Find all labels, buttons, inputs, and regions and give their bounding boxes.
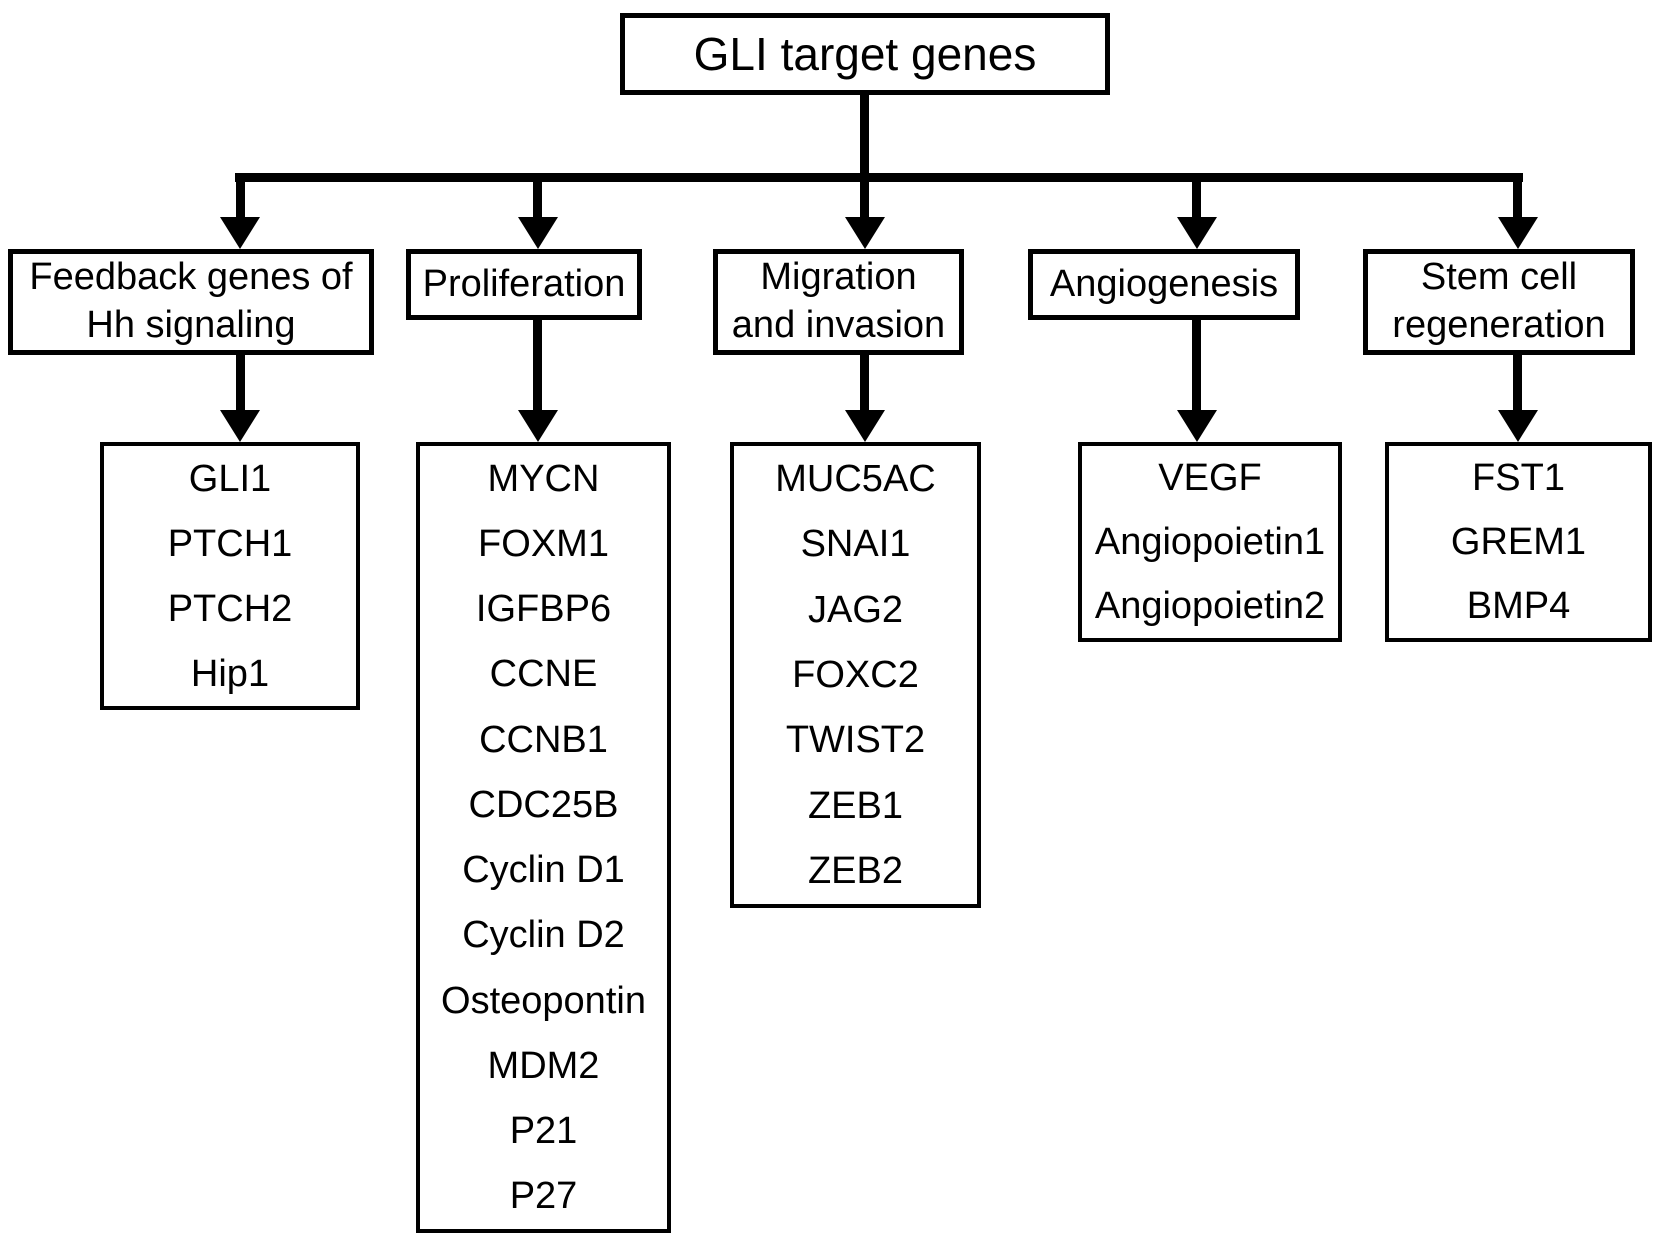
arrowhead-icon (1177, 410, 1217, 442)
gene-item: FST1 (1472, 457, 1565, 499)
list-line-migration (860, 353, 869, 413)
gene-item: MYCN (487, 457, 600, 500)
category-label: Migration and invasion (731, 256, 946, 346)
branch-line-feedback (236, 173, 245, 222)
gene-item: VEGF (1158, 457, 1262, 499)
branch-line-angiogenesis (1192, 173, 1201, 222)
gene-item: PTCH2 (167, 587, 293, 630)
category-box-feedback: Feedback genes of Hh signaling (8, 249, 374, 355)
gene-item: Angiopoietin2 (1094, 585, 1326, 627)
gene-item: Cyclin D2 (462, 914, 625, 957)
category-box-migration: Migration and invasion (713, 249, 964, 355)
arrowhead-icon (845, 410, 885, 442)
gene-item: CCNE (489, 653, 598, 696)
arrowhead-icon (1177, 217, 1217, 249)
branch-line-stem-cell (1513, 173, 1522, 222)
gene-item: CCNB1 (479, 718, 608, 761)
gene-item: MUC5AC (775, 457, 936, 500)
gene-item: FOXC2 (792, 653, 919, 696)
gene-item: ZEB2 (807, 850, 904, 893)
gene-item: Cyclin D1 (462, 849, 625, 892)
gene-item: GLI1 (188, 457, 272, 500)
gene-item: Angiopoietin1 (1094, 521, 1326, 563)
arrowhead-icon (1498, 410, 1538, 442)
category-box-proliferation: Proliferation (406, 249, 642, 320)
arrowhead-icon (1498, 217, 1538, 249)
category-label: Angiogenesis (1049, 262, 1279, 305)
gene-list-angiogenesis: VEGF Angiopoietin1 Angiopoietin2 (1078, 442, 1342, 642)
gene-item: Hip1 (190, 652, 270, 695)
list-line-feedback (236, 353, 245, 413)
gene-item: MDM2 (487, 1044, 600, 1087)
gene-item: GREM1 (1450, 521, 1587, 563)
category-box-angiogenesis: Angiogenesis (1028, 249, 1300, 320)
gene-item: BMP4 (1466, 585, 1571, 627)
gene-item: FOXM1 (478, 522, 609, 565)
gene-item: Osteopontin (441, 979, 646, 1022)
category-label: Stem cell regeneration (1392, 256, 1606, 346)
connector-rail (235, 173, 1523, 182)
gene-item: P21 (509, 1110, 578, 1153)
list-line-stem-cell (1513, 353, 1522, 413)
arrowhead-icon (220, 410, 260, 442)
gene-item: ZEB1 (807, 784, 904, 827)
gene-item: TWIST2 (785, 719, 926, 762)
gene-list-feedback: GLI1 PTCH1 PTCH2 Hip1 (100, 442, 360, 710)
branch-line-proliferation (533, 173, 542, 222)
category-label: Feedback genes of Hh signaling (29, 256, 353, 346)
arrowhead-icon (220, 217, 260, 249)
arrowhead-icon (845, 217, 885, 249)
gene-list-migration: MUC5AC SNAI1 JAG2 FOXC2 TWIST2 ZEB1 ZEB2 (730, 442, 981, 908)
list-line-angiogenesis (1192, 318, 1201, 413)
diagram-title: GLI target genes (693, 28, 1037, 80)
arrowhead-icon (518, 217, 558, 249)
root-node-box: GLI target genes (620, 13, 1110, 95)
gene-list-stem-cell: FST1 GREM1 BMP4 (1385, 442, 1652, 642)
arrowhead-icon (518, 410, 558, 442)
gene-item: PTCH1 (167, 522, 293, 565)
root-stem-line (860, 95, 869, 222)
category-box-stem-cell: Stem cell regeneration (1363, 249, 1635, 355)
gene-item: SNAI1 (800, 523, 911, 566)
gene-item: IGFBP6 (475, 588, 612, 631)
gene-item: P27 (509, 1175, 578, 1218)
gene-item: JAG2 (807, 588, 904, 631)
category-label: Proliferation (422, 262, 626, 305)
list-line-proliferation (533, 318, 542, 413)
gene-item: CDC25B (468, 783, 619, 826)
gene-list-proliferation: MYCN FOXM1 IGFBP6 CCNE CCNB1 CDC25B Cycl… (416, 442, 671, 1233)
